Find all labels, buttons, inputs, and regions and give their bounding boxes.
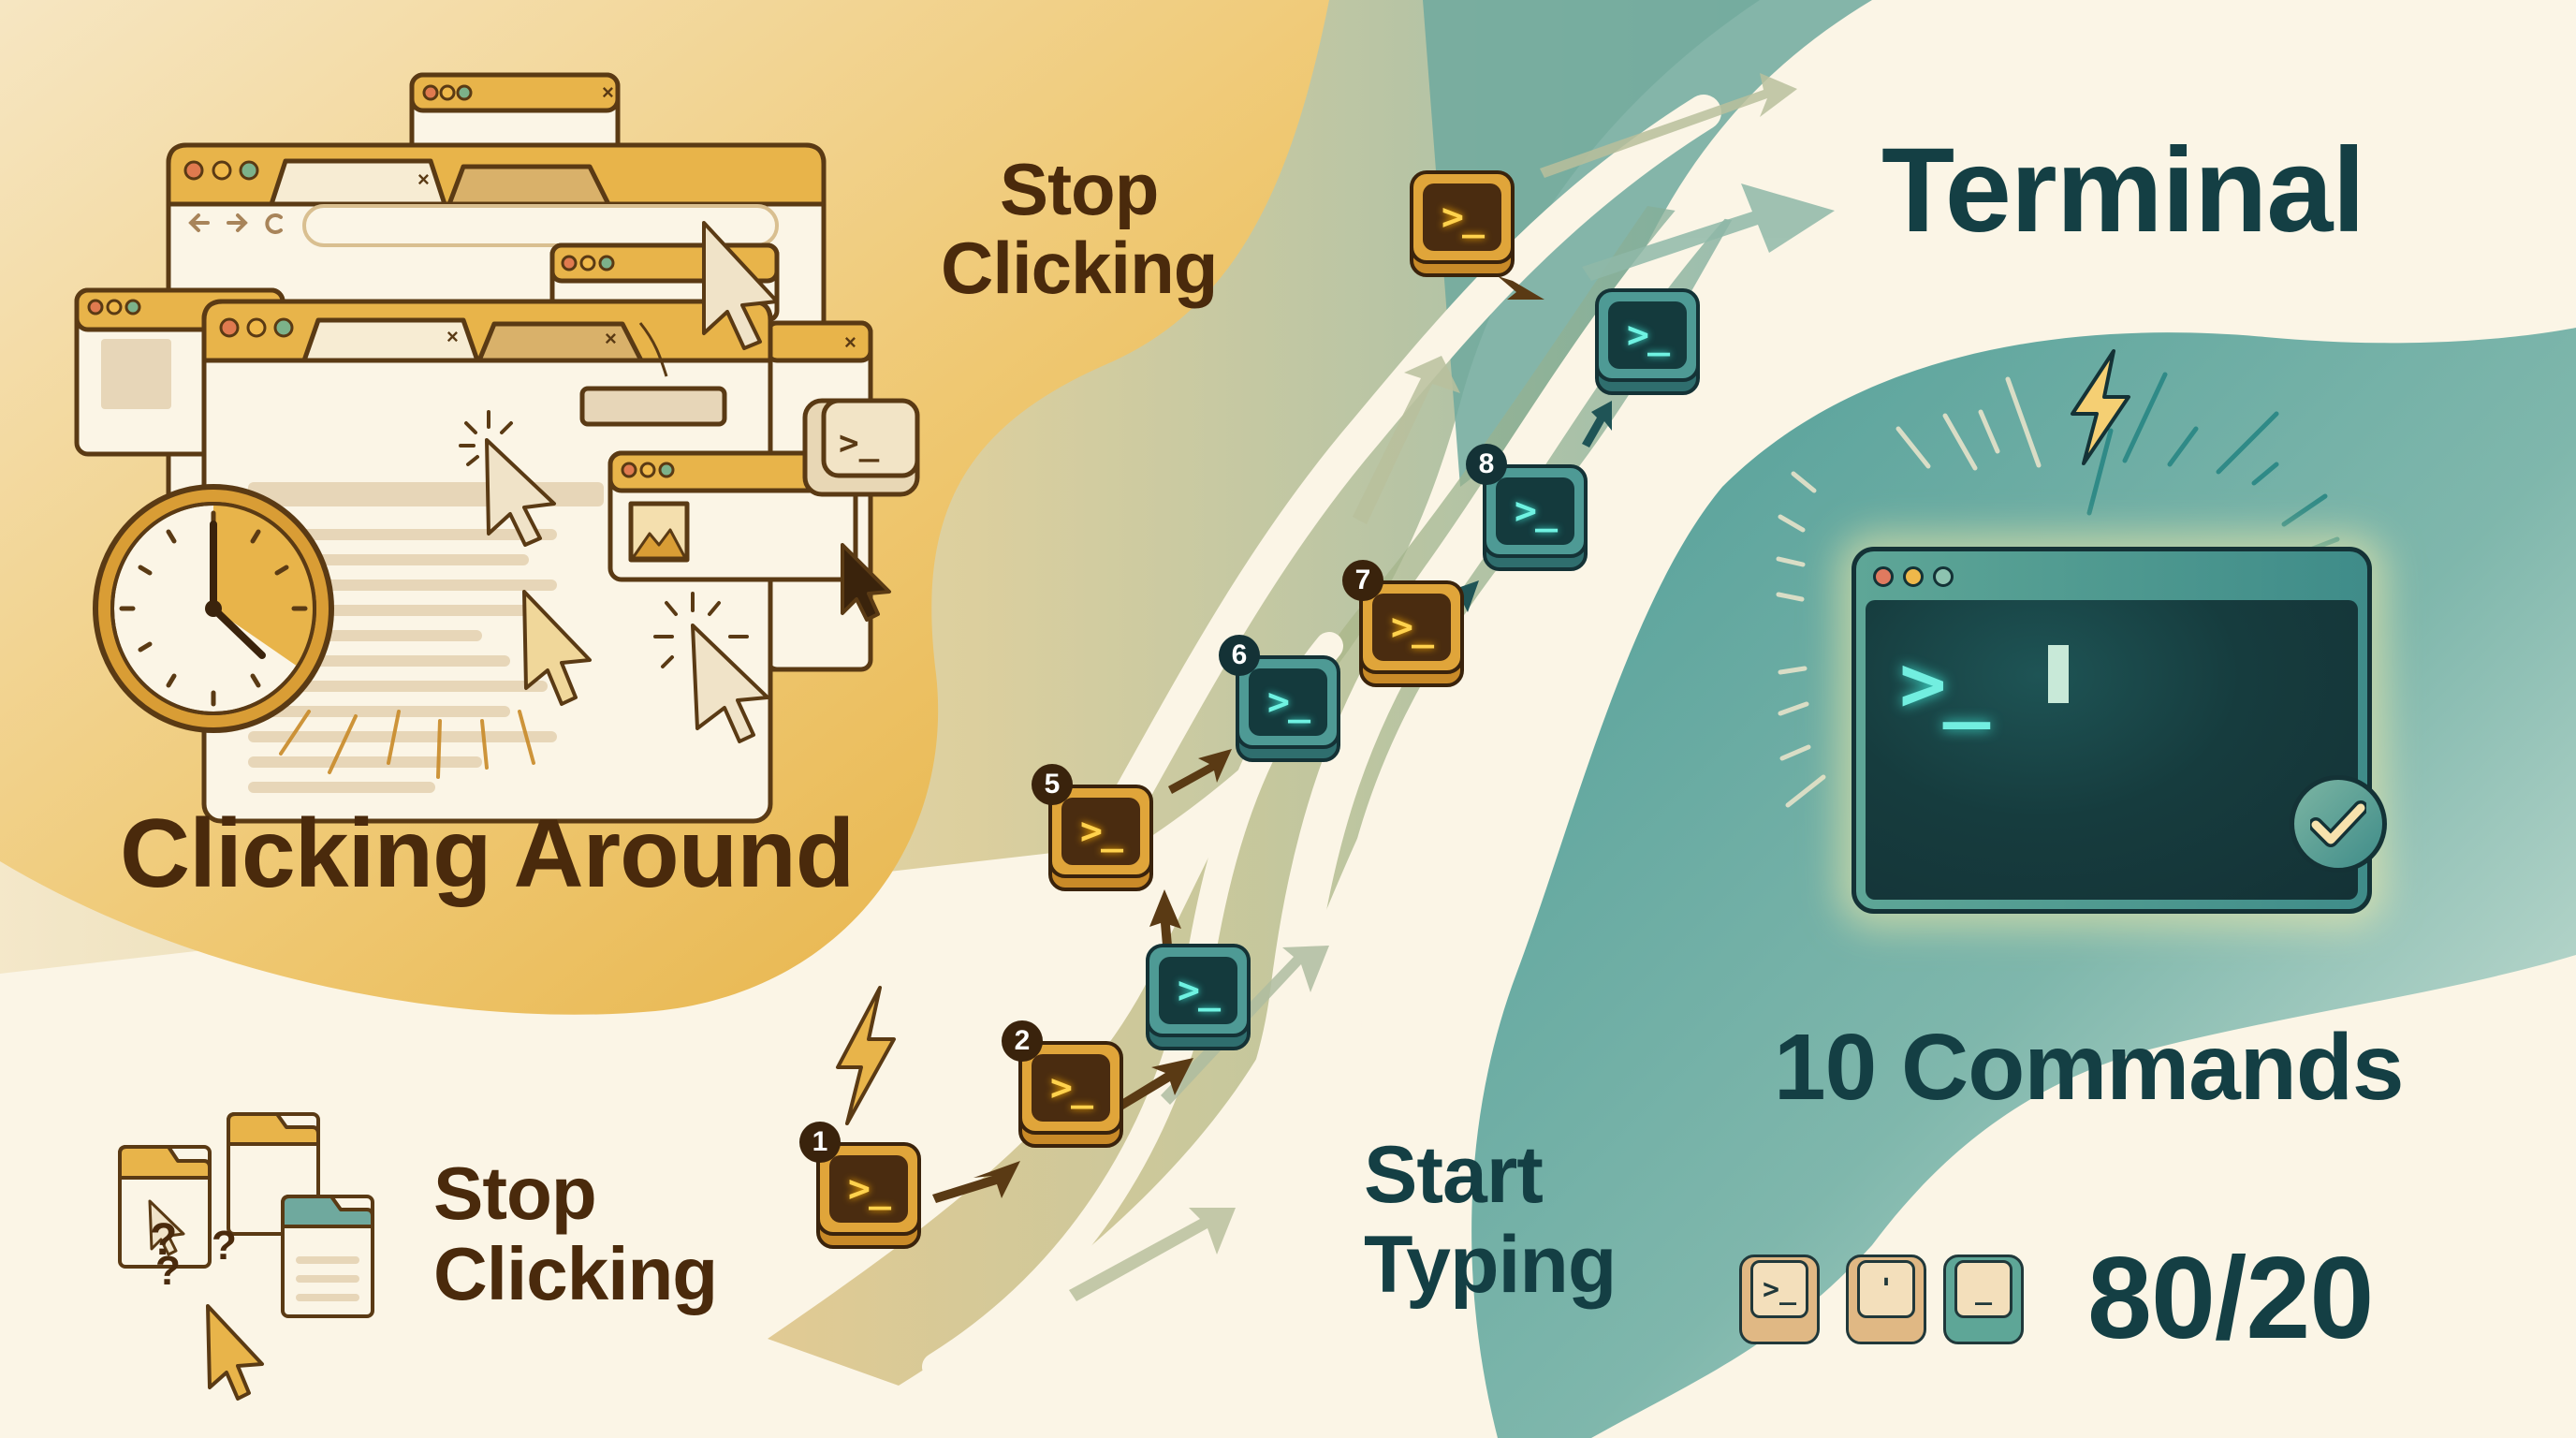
svg-text:?: ? [155,1248,181,1294]
step-number: 1 [799,1122,841,1163]
command-step-1: >_ 1 [799,1122,921,1249]
command-step-9: >_ [1595,288,1700,395]
checkmark-icon [2310,800,2366,847]
close-dot-icon [1873,566,1894,587]
keycap-underscore: _ [1943,1255,2024,1344]
commands-count-label: 10 Commands [1774,1015,2405,1120]
terminal-body: >_ [1866,600,2358,900]
question-mark: ? [150,1215,177,1265]
svg-text:>_: >_ [839,424,880,462]
step-number: 6 [1219,635,1260,676]
clock-icon [93,484,334,733]
stop-clicking-bottom-label: Stop Clicking [433,1152,718,1316]
prompt-icon: >_ [1423,183,1501,251]
step-number: 8 [1466,444,1507,485]
window-controls [1873,566,1954,587]
clicking-around-heading: Clicking Around [120,800,855,908]
command-step-7: >_ 7 [1342,560,1464,687]
success-check-badge [2290,775,2387,873]
prompt-icon: >_ [1032,1054,1110,1122]
terminal-cursor [2048,645,2069,703]
svg-text:×: × [446,325,459,348]
prompt-icon: >_ [1249,668,1327,736]
svg-text:×: × [605,327,617,350]
prompt-icon: >_ [829,1155,908,1223]
ratio-label: 80/20 [2087,1234,2374,1363]
command-step-10: >_ [1410,170,1515,277]
step-number: 2 [1002,1020,1043,1062]
step-number: 7 [1342,560,1383,601]
svg-text:×: × [417,168,430,191]
terminal-title: Terminal [1881,124,2365,257]
terminal-window: >_ [1852,547,2372,914]
svg-text:?: ? [212,1223,237,1269]
svg-text:×: × [602,81,614,104]
start-typing-label: Start Typing [1364,1130,1617,1311]
command-step-8: >_ 8 [1466,444,1588,571]
prompt-icon: >_ [1159,957,1237,1024]
keycap-quote: ' [1846,1255,1926,1344]
prompt-icon: >_ [1061,798,1140,865]
stop-clicking-top-label: Stop Clicking [941,148,1218,310]
step-number: 5 [1032,764,1073,805]
terminal-prompt: >_ [1899,638,1990,729]
command-step-2: >_ 2 [1002,1020,1123,1148]
command-step-3: >_ [1146,944,1251,1050]
minimize-dot-icon [1903,566,1924,587]
prompt-icon: >_ [1496,477,1574,545]
maximize-dot-icon [1933,566,1954,587]
svg-text:×: × [844,330,856,354]
prompt-icon: >_ [1608,301,1687,369]
command-step-5: >_ 5 [1032,764,1153,891]
keycap-prompt: >_ [1739,1255,1820,1344]
prompt-icon: >_ [1372,594,1451,661]
command-step-6: >_ 6 [1219,635,1340,762]
